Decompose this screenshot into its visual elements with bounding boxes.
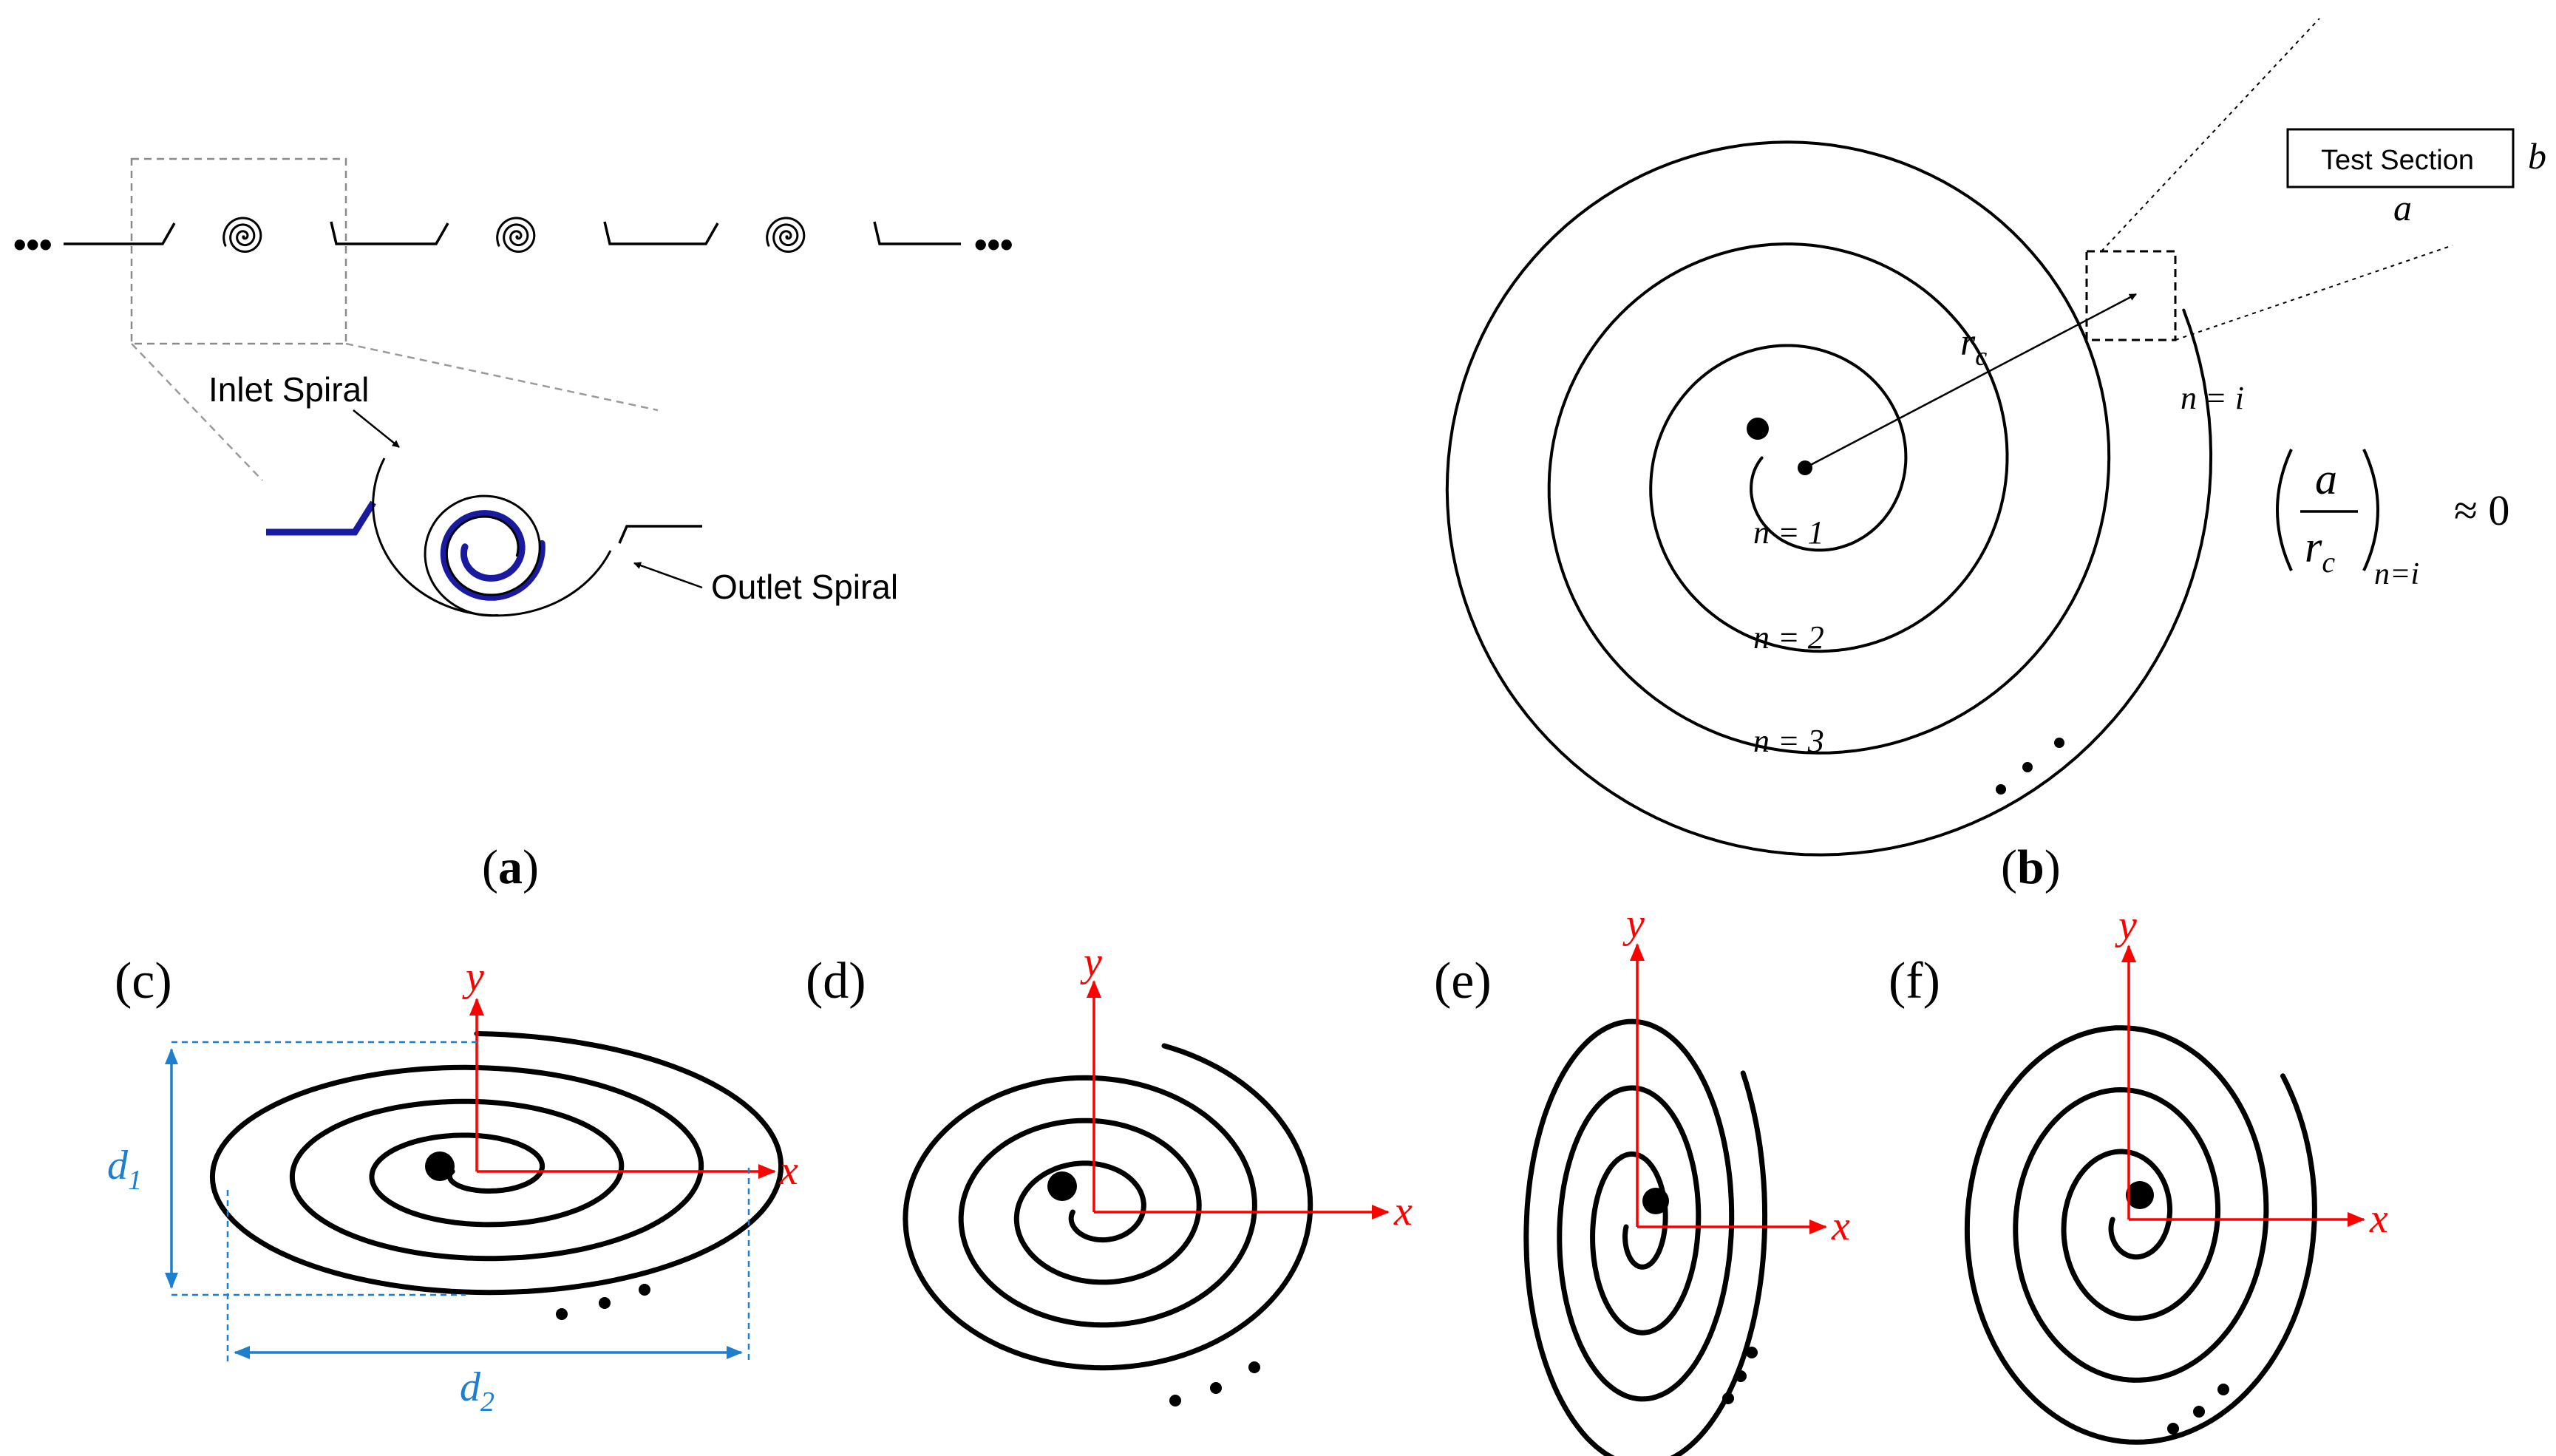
continuation-dots-f xyxy=(2167,1384,2229,1435)
spiral-f-start-dot xyxy=(2126,1181,2154,1209)
panel-a: ••• ••• Inlet Spiral Outlet Spiral (a) xyxy=(13,157,1013,894)
spiral-e-start-dot xyxy=(1642,1188,1669,1214)
aspect-ratio-formula: a rc n=i ≈ 0 xyxy=(2276,449,2509,591)
y-label-c: y xyxy=(462,954,484,1000)
panel-d: (d) y x xyxy=(806,939,1413,1406)
chain-connector-right xyxy=(873,221,961,245)
turn-label-n2: n = 2 xyxy=(1753,619,1824,656)
panel-e: (e) y x xyxy=(1434,901,1850,1456)
spiral-start-dot xyxy=(1747,418,1769,440)
panel-a-label: (a) xyxy=(482,840,539,894)
zoomed-spiral xyxy=(266,457,702,617)
inlet-pointer xyxy=(353,409,400,448)
continuation-dots-d xyxy=(1169,1361,1260,1406)
formula-relation: ≈ 0 xyxy=(2454,486,2509,534)
ellipsis-right: ••• xyxy=(974,224,1013,265)
continuation-dots-c xyxy=(556,1284,650,1320)
chain-connector-1-2 xyxy=(330,221,449,245)
panel-c-label: (c) xyxy=(115,953,172,1010)
panel-e-label: (e) xyxy=(1434,953,1492,1010)
spiral-f xyxy=(1964,1025,2317,1445)
d1-label: d1 xyxy=(107,1143,142,1196)
inlet-channel xyxy=(266,500,376,536)
x-label-f: x xyxy=(2369,1196,2388,1242)
test-guide-lower xyxy=(2175,245,2453,341)
x-label-d: x xyxy=(1393,1188,1413,1234)
outlet-spiral-label: Outlet Spiral xyxy=(711,568,898,606)
outlet-channel xyxy=(618,525,702,544)
zoom-guide-right xyxy=(345,342,659,412)
test-section-label: Test Section xyxy=(2321,145,2474,176)
spiral-chain: ••• ••• xyxy=(13,217,1013,265)
y-label-e: y xyxy=(1622,901,1645,947)
d2-dimension: d2 xyxy=(226,1168,750,1418)
test-section-inset xyxy=(2286,128,2515,188)
y-label-f: y xyxy=(2115,902,2137,948)
formula-denominator: rc xyxy=(2305,523,2335,579)
inlet-spiral-label: Inlet Spiral xyxy=(208,370,369,409)
y-label-d: y xyxy=(1080,939,1102,985)
d1-dimension: d1 xyxy=(107,1041,477,1296)
formula-left-paren xyxy=(2276,449,2293,571)
test-section-box xyxy=(2085,250,2177,341)
dim-b-label: b xyxy=(2528,135,2546,177)
zoom-guide-left xyxy=(131,343,263,481)
panel-f-label: (f) xyxy=(1889,953,1940,1010)
spiral-c-start-dot xyxy=(425,1151,455,1181)
spiral-d-start-dot xyxy=(1047,1171,1077,1201)
outlet-outer-wall xyxy=(372,457,612,617)
panel-c: (c) y x d1 d2 xyxy=(107,953,798,1418)
turn-label-n3: n = 3 xyxy=(1753,723,1824,759)
panel-d-label: (d) xyxy=(806,953,866,1010)
x-label-e: x xyxy=(1831,1203,1850,1249)
spiral-d xyxy=(903,1043,1313,1371)
formula-subscript: n=i xyxy=(2374,557,2419,591)
ellipsis-left: ••• xyxy=(13,224,52,265)
panel-b: rc Test Section b a n = 1 n = 2 n = 3 n … xyxy=(1445,18,2546,894)
formula-numerator: a xyxy=(2315,455,2337,503)
chain-connector-left xyxy=(64,222,176,245)
inlet-spiral xyxy=(440,510,545,601)
formula-right-paren xyxy=(2362,449,2379,571)
turn-label-ni: n = i xyxy=(2181,380,2244,416)
chain-spiral-2 xyxy=(496,217,536,253)
turn-label-n1: n = 1 xyxy=(1753,514,1824,551)
archimedean-spiral xyxy=(1445,140,2213,857)
radius-arrow xyxy=(1804,293,2137,469)
spiral-c xyxy=(209,1031,784,1296)
zoom-box xyxy=(130,157,347,345)
outlet-spiral xyxy=(424,494,541,617)
dim-a-label: a xyxy=(2393,187,2412,228)
panel-f: (f) y x xyxy=(1889,902,2388,1445)
chain-connector-2-3 xyxy=(603,221,719,245)
spiral-e xyxy=(1523,1018,1768,1456)
x-label-c: x xyxy=(779,1148,798,1194)
d2-label: d2 xyxy=(460,1364,494,1418)
panel-b-label: (b) xyxy=(2001,840,2061,894)
continuation-dots-e xyxy=(1722,1347,1758,1404)
radius-label: rc xyxy=(1960,322,1987,371)
outlet-pointer xyxy=(633,562,703,589)
chain-spiral-1 xyxy=(222,217,262,253)
continuation-dots xyxy=(1996,738,2064,795)
chain-spiral-3 xyxy=(766,217,806,253)
